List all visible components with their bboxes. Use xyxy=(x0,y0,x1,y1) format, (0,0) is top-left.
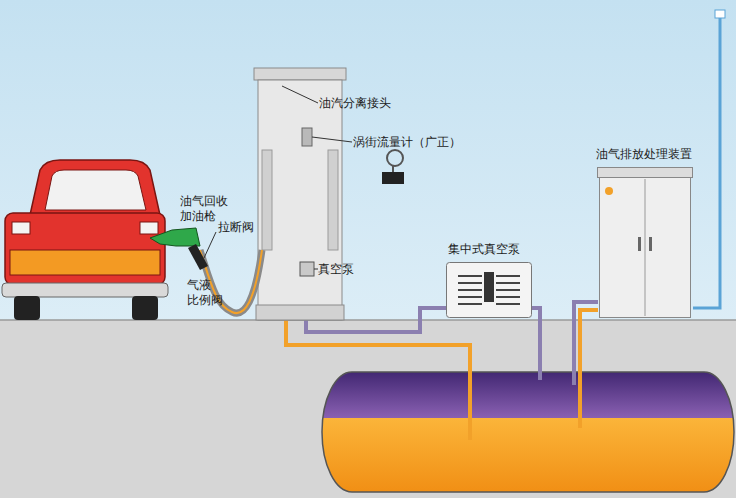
part-label: 真空泵 xyxy=(318,262,368,277)
vent-cap xyxy=(715,10,725,18)
car-fuel-tank xyxy=(10,250,160,275)
door-handle xyxy=(638,237,641,251)
flow-meter-icon xyxy=(382,172,404,184)
car-bumper xyxy=(2,283,168,297)
tank-vapor xyxy=(320,370,736,420)
leader-line xyxy=(312,137,352,142)
vent-slat xyxy=(458,296,482,298)
vacuum-pump-box: 集中式真空泵 xyxy=(446,262,532,318)
vent-pipe xyxy=(693,14,720,308)
car-light xyxy=(140,222,158,234)
tank-outline xyxy=(322,372,734,492)
leader-line xyxy=(282,86,318,103)
car-wheel xyxy=(132,296,158,320)
vent-slat xyxy=(496,296,520,298)
car-light xyxy=(12,222,30,234)
vent-slat xyxy=(496,275,520,277)
vapor-pipe xyxy=(532,308,540,380)
car-window xyxy=(45,170,146,210)
dispenser-top xyxy=(254,68,346,80)
part-label: 油气回收 加油枪 xyxy=(180,194,236,224)
door-handle xyxy=(649,237,652,251)
dispenser-panel xyxy=(262,150,272,250)
vent-slat xyxy=(496,289,520,291)
return-pipe xyxy=(580,310,598,428)
part-label: 气液 比例阀 xyxy=(187,278,231,308)
part-label: 涡街流量计（广正） xyxy=(353,135,493,150)
pump-core xyxy=(484,272,494,302)
car-roof xyxy=(30,160,160,215)
leader-line xyxy=(204,232,216,258)
cabinet-roof xyxy=(598,168,693,178)
leader-line xyxy=(314,269,318,270)
dispenser-panel xyxy=(328,150,338,250)
flow-meter xyxy=(302,128,312,146)
part-label: 拉断阀 xyxy=(218,220,268,235)
flow-meter-icon xyxy=(392,166,394,172)
vent-slat xyxy=(458,289,482,291)
vent-slat xyxy=(458,275,482,277)
cabinet-body xyxy=(600,178,691,318)
car-wheel xyxy=(14,296,40,320)
part-label: 油汽分离接头 xyxy=(319,96,439,111)
storage-tank xyxy=(320,370,736,498)
logo-mark xyxy=(605,187,613,195)
tank-fuel xyxy=(320,418,736,498)
node-heading: 油气排放处理装置 xyxy=(596,147,692,162)
ground-line xyxy=(0,319,736,321)
node-outline xyxy=(597,167,693,320)
vent-slat xyxy=(496,282,520,284)
vent-slat xyxy=(458,303,482,305)
flow-meter-icon xyxy=(387,150,403,166)
vapor-pipe xyxy=(574,302,598,385)
nozzle xyxy=(150,228,200,246)
vent-slat xyxy=(458,282,482,284)
dispenser-body xyxy=(258,80,342,320)
treatment-cabinet: 油气排放处理装置 xyxy=(597,167,693,320)
vacuum-pump-symbol xyxy=(300,262,314,276)
car-body xyxy=(5,213,165,285)
dispenser-base xyxy=(256,305,344,320)
vent-slat xyxy=(496,303,520,305)
node-outline xyxy=(446,262,532,318)
pump-casing xyxy=(447,263,532,318)
cabinet-door-seam xyxy=(645,179,646,316)
node-heading: 集中式真空泵 xyxy=(448,242,520,257)
